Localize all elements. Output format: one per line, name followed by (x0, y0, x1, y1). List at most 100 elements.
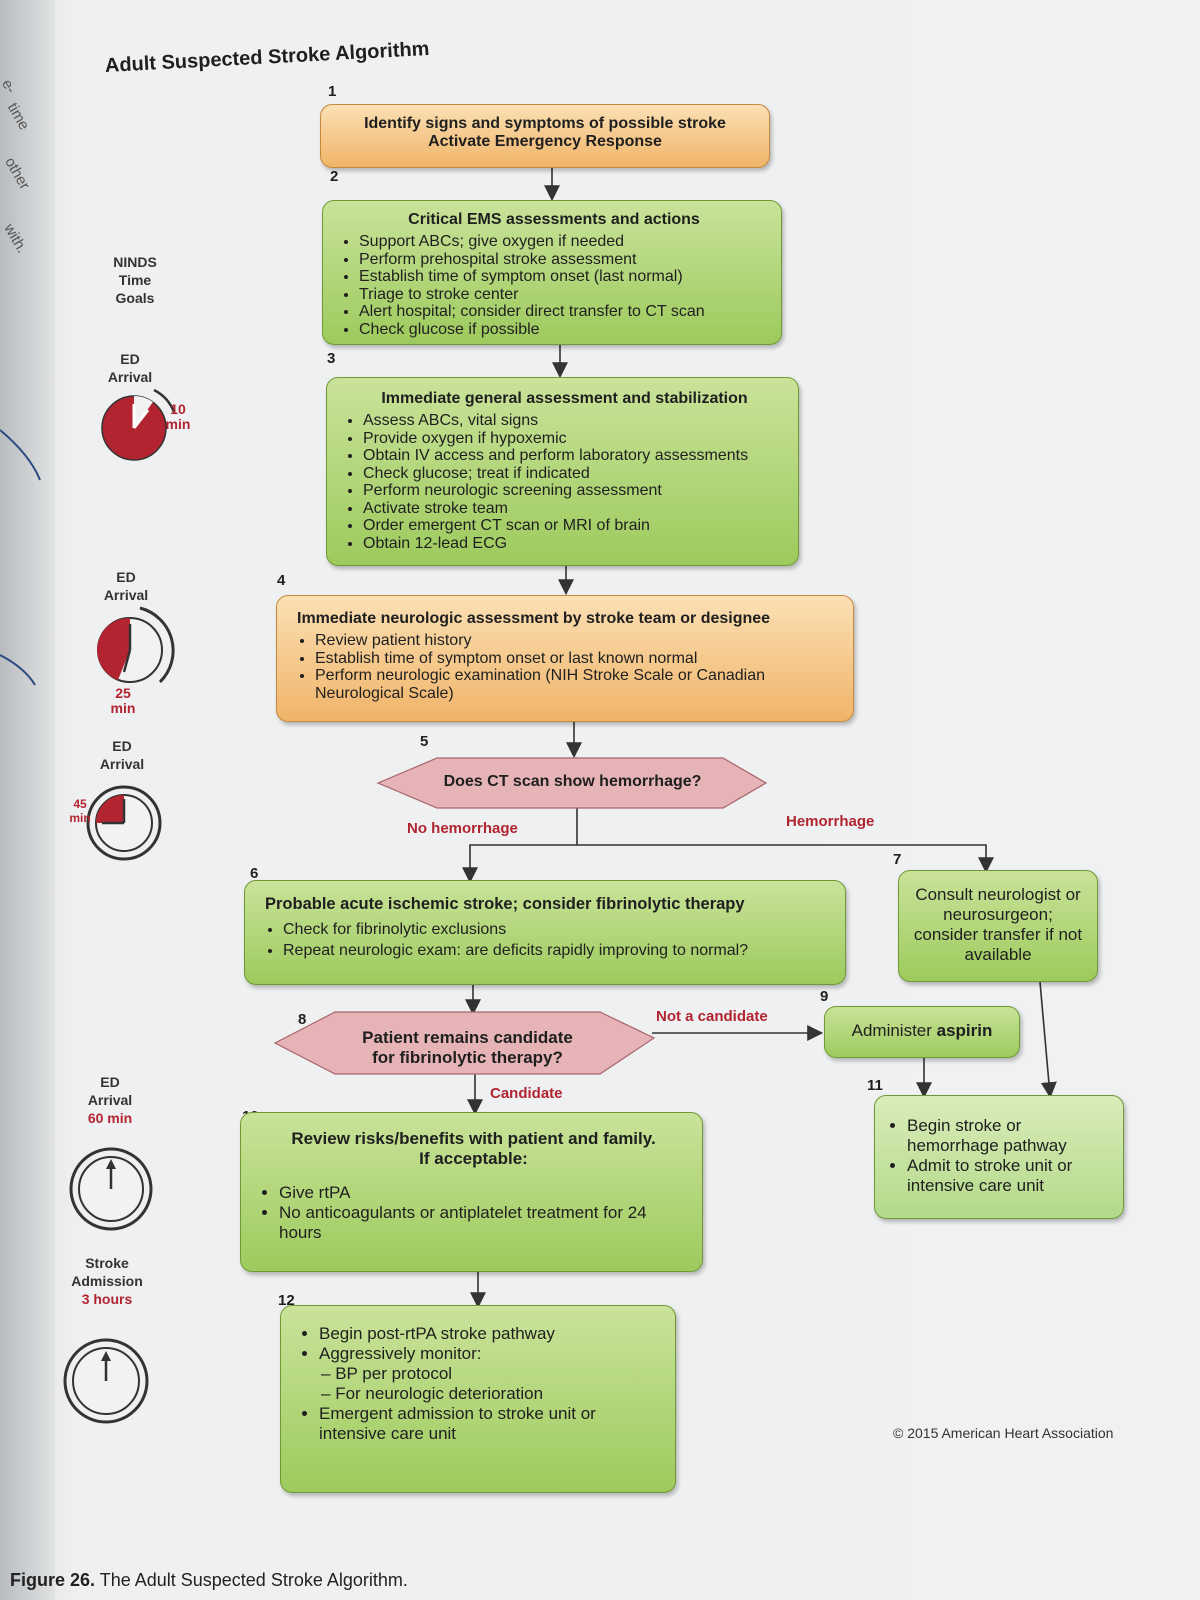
step-2-box: Critical EMS assessments and actions Sup… (322, 200, 782, 345)
arrow-5-6 (462, 805, 578, 884)
step-7-box: Consult neurologist or neurosurgeon; con… (898, 870, 1098, 982)
timer-header: NINDS Time Goals (100, 253, 170, 307)
decision-5-question: Does CT scan show hemorrhage? (443, 773, 702, 790)
step-4-list: Review patient history Establish time of… (297, 632, 835, 702)
timer-time-line: min (69, 811, 91, 825)
timer-label-line: ED (100, 1074, 120, 1090)
timer-2-label: ED Arrival (96, 568, 156, 604)
list-item: Provide oxygen if hypoxemic (363, 430, 784, 448)
step-1-title-line1: Identify signs and symptoms of possible … (364, 115, 726, 132)
timer-label-line: Arrival (87, 1092, 133, 1108)
gutter-arc (0, 654, 36, 686)
timer-3-label: ED Arrival (92, 737, 152, 773)
list-item: Obtain IV access and perform laboratory … (363, 447, 784, 465)
branch-label-not-candidate: Not a candidate (656, 1008, 768, 1025)
decision-8-line2: for fibrinolytic therapy? (372, 1048, 563, 1067)
branch-label-hemorrhage: Hemorrhage (786, 813, 875, 830)
list-item: Check for fibrinolytic exclusions (283, 919, 827, 940)
step-6-box: Probable acute ischemic stroke; consider… (244, 880, 846, 985)
list-item: Repeat neurologic exam: are deficits rap… (283, 940, 827, 961)
list-item: Establish time of symptom onset (last no… (359, 268, 767, 286)
list-item: Give rtPA (279, 1183, 686, 1203)
timer-label-line: Arrival (99, 756, 145, 772)
step-7-text: Consult neurologist or neurosurgeon; con… (913, 885, 1083, 964)
step-10-box: Review risks/benefits with patient and f… (240, 1112, 703, 1272)
timer-label-line: ED (116, 569, 136, 585)
figure-label: Figure 26. (10, 1570, 96, 1590)
step-9-text-prefix: Administer (851, 1021, 937, 1040)
step-9-box: Administer aspirin (824, 1006, 1020, 1058)
timer-label-line: Arrival (103, 587, 149, 603)
arrow-7-11 (1039, 981, 1057, 1099)
step-2-list: Support ABCs; give oxygen if needed Perf… (341, 233, 767, 338)
decision-8-question: Patient remains candidate for fibrinolyt… (335, 1028, 600, 1068)
timer-1-time: 10 min (165, 401, 191, 432)
timer-time-line: 45 (73, 797, 87, 811)
step-12-box: Begin post-rtPA stroke pathway Aggressiv… (280, 1305, 676, 1493)
list-item: Activate stroke team (363, 500, 784, 518)
list-item: Perform neurologic screening assessment (363, 482, 784, 500)
step-1-box: Identify signs and symptoms of possible … (320, 104, 770, 168)
step-11-list: Begin stroke or hemorrhage pathway Admit… (889, 1116, 1107, 1196)
step-number: 3 (327, 350, 336, 367)
clock-icon (97, 606, 175, 684)
step-10-list: Give rtPA No anticoagulants or antiplate… (261, 1183, 686, 1243)
step-3-title: Immediate general assessment and stabili… (381, 390, 748, 407)
decision-5-shape (376, 757, 768, 809)
list-item: Aggressively monitor: – BP per protocol … (319, 1344, 661, 1404)
sub-item-text: For neurologic deterioration (335, 1384, 544, 1403)
list-item: Begin stroke or hemorrhage pathway (907, 1116, 1107, 1156)
list-item: Establish time of symptom onset or last … (315, 650, 835, 668)
list-item: Admit to stroke unit or intensive care u… (907, 1156, 1107, 1196)
step-12-list: Begin post-rtPA stroke pathway Aggressiv… (301, 1324, 661, 1444)
list-item-text: Aggressively monitor: (319, 1344, 482, 1363)
timer-3-time: 45 min (66, 797, 94, 825)
page-gutter-shadow (0, 0, 55, 1600)
step-number: 12 (278, 1292, 295, 1309)
step-3-box: Immediate general assessment and stabili… (326, 377, 799, 566)
step-6-title: Probable acute ischemic stroke; consider… (265, 895, 745, 913)
list-item: Check glucose; treat if indicated (363, 465, 784, 483)
timer-label-line: ED (120, 351, 140, 367)
step-6-list: Check for fibrinolytic exclusions Repeat… (265, 919, 827, 961)
figure-caption-text: The Adult Suspected Stroke Algorithm. (95, 1570, 408, 1590)
timer-time-line: 25 (115, 685, 131, 701)
list-item: No anticoagulants or antiplatelet treatm… (279, 1203, 686, 1243)
step-9-text: Administer aspirin (825, 1021, 1019, 1041)
list-item: Check glucose if possible (359, 321, 767, 339)
timer-time-line: min (110, 700, 136, 716)
figure-caption: Figure 26. The Adult Suspected Stroke Al… (10, 1570, 408, 1591)
timer-header-line: Goals (115, 290, 155, 306)
step-number: 8 (298, 1011, 307, 1028)
branch-label-candidate: Candidate (490, 1085, 563, 1102)
list-item: Obtain 12-lead ECG (363, 535, 784, 553)
step-number: 6 (250, 865, 259, 882)
timer-5-label: Stroke Admission 3 hours (68, 1254, 146, 1308)
decision-8-line1: Patient remains candidate (362, 1028, 573, 1047)
sub-item: – For neurologic deterioration (321, 1384, 544, 1403)
clock-icon (86, 785, 162, 861)
step-number: 11 (867, 1077, 883, 1094)
step-11-box: Begin stroke or hemorrhage pathway Admit… (874, 1095, 1124, 1219)
list-item: Review patient history (315, 632, 835, 650)
step-2-title: Critical EMS assessments and actions (408, 211, 700, 228)
step-number: 1 (328, 83, 337, 100)
list-item: Triage to stroke center (359, 286, 767, 304)
timer-label-line: Admission (71, 1273, 143, 1289)
timer-4-time: 60 min (87, 1110, 133, 1126)
list-item: Perform neurologic examination (NIH Stro… (315, 667, 835, 702)
step-9-text-bold: aspirin (936, 1021, 993, 1040)
timer-label-line: Arrival (107, 369, 153, 385)
step-1-title-line2: Activate Emergency Response (428, 133, 662, 150)
timer-label-line: ED (112, 738, 132, 754)
decision-8-shape (273, 1011, 656, 1075)
clock-icon (69, 1147, 153, 1231)
step-4-box: Immediate neurologic assessment by strok… (276, 595, 854, 722)
step-10-title-line1: Review risks/benefits with patient and f… (291, 1129, 656, 1148)
list-item: Perform prehospital stroke assessment (359, 251, 767, 269)
timer-header-line: NINDS (113, 254, 157, 270)
list-item: Begin post-rtPA stroke pathway (319, 1324, 661, 1344)
list-item: Assess ABCs, vital signs (363, 412, 784, 430)
gutter-arc (0, 429, 41, 481)
